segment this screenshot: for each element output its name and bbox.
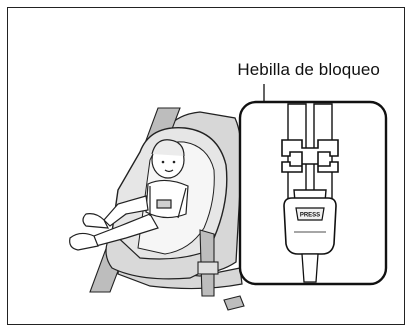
- seat-belt-buckle: [283, 197, 337, 255]
- locking-clip-detail-view: PRESS: [238, 100, 388, 286]
- locking-clip-callout-label: Hebilla de bloqueo: [237, 60, 380, 79]
- locking-clip-icon: [281, 139, 339, 173]
- buckle-press-button-label: PRESS: [300, 213, 320, 219]
- child-figure: [69, 139, 189, 251]
- vehicle-lap-belt: [197, 229, 245, 311]
